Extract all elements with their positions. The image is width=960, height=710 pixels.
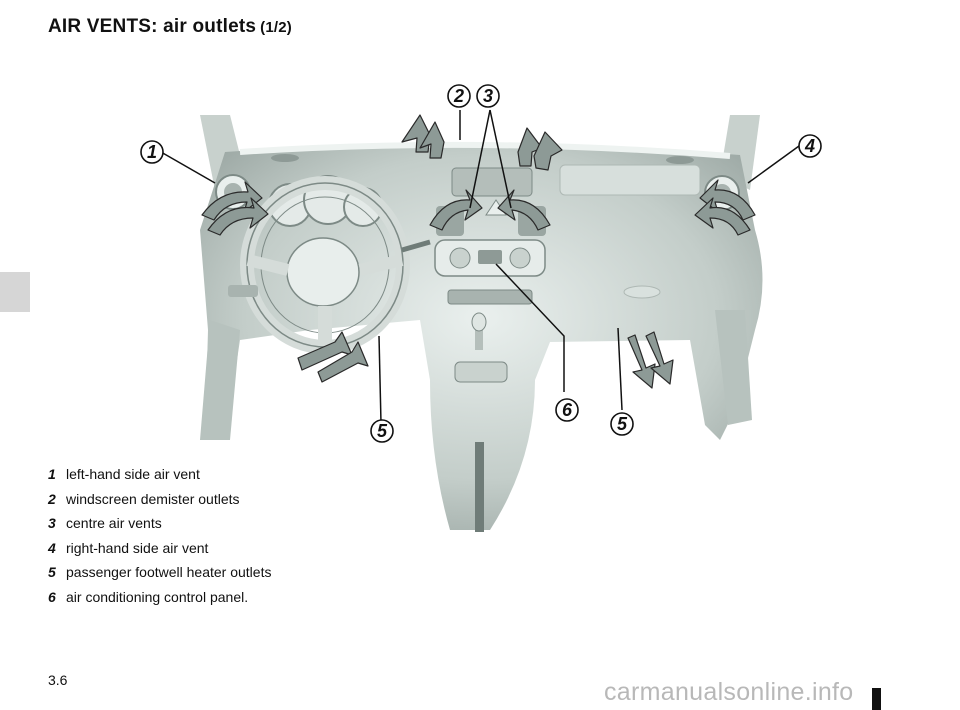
lower-switch-bank (447, 289, 533, 305)
svg-text:5: 5 (377, 421, 388, 441)
wiper-stalk (401, 239, 431, 253)
title-part: (1/2) (260, 19, 292, 36)
glovebox-handle (623, 285, 661, 299)
svg-text:1: 1 (147, 142, 157, 162)
callout-2: 2 (447, 84, 471, 108)
leader-lines (160, 109, 800, 424)
svg-text:3: 3 (483, 86, 493, 106)
svg-text:6: 6 (562, 400, 573, 420)
callout-5-right: 5 (610, 412, 634, 436)
svg-text:5: 5 (617, 414, 628, 434)
callout-3: 3 (476, 84, 500, 108)
section-tab (0, 272, 30, 312)
airflow-arrows (201, 114, 756, 389)
centre-display (451, 167, 533, 197)
ac-control-panel (434, 239, 546, 277)
watermark: carmanualsonline.info (604, 678, 854, 706)
dashboard-illustration: 1 2 3 4 5 6 5 (140, 84, 822, 532)
defrost-slot-left (271, 154, 299, 162)
title-text: AIR VENTS: air outlets (48, 16, 257, 37)
handbrake-lever (475, 442, 484, 532)
page-number: 3.6 (48, 672, 68, 688)
callout-1: 1 (140, 140, 164, 164)
callout-4: 4 (798, 134, 822, 158)
gear-lever (454, 312, 508, 383)
corner-mark (872, 688, 881, 710)
svg-text:2: 2 (453, 86, 464, 106)
right-lower-trim (715, 310, 752, 425)
page-title: AIR VENTS: air outlets(1/2) (48, 16, 292, 38)
glovebox (559, 164, 701, 196)
left-lower-trim (200, 320, 240, 440)
callout-6: 6 (555, 398, 579, 422)
defrost-slot-right (666, 156, 694, 164)
left-lower-vent (228, 285, 258, 297)
svg-text:4: 4 (804, 136, 815, 156)
callout-5-left: 5 (370, 419, 394, 443)
